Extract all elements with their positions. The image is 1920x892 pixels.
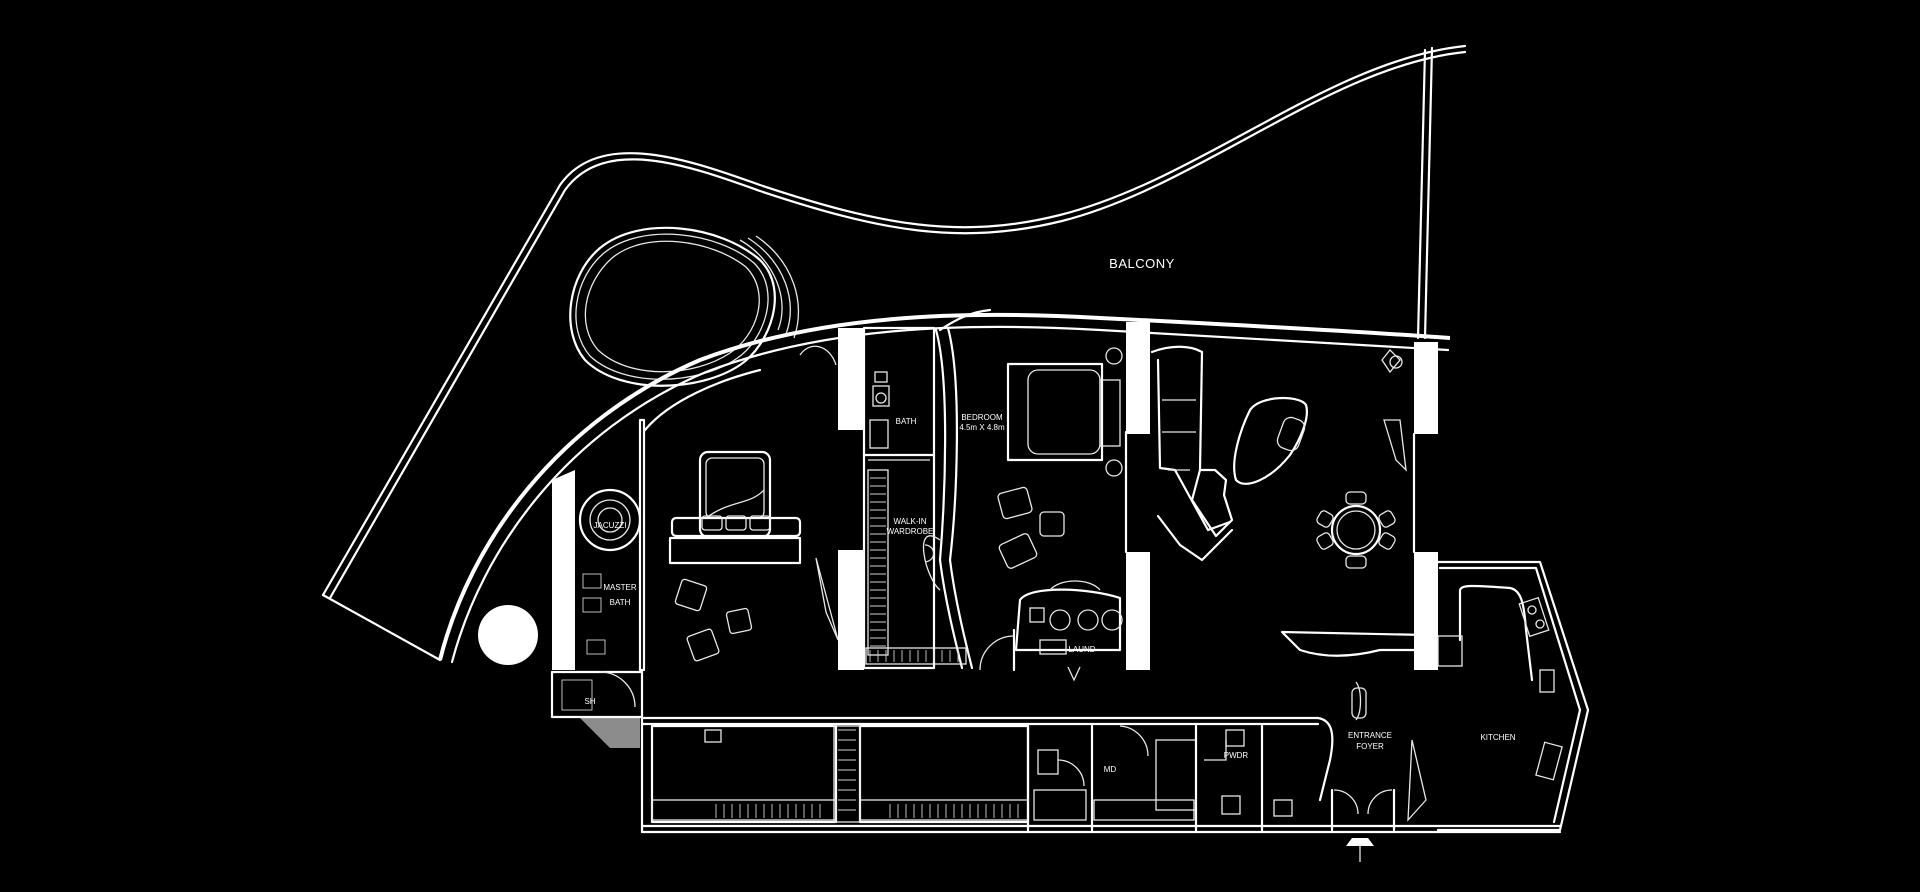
round-table — [478, 605, 538, 665]
label-master: MASTER — [603, 583, 637, 592]
label-kitchen: KITCHEN — [1480, 733, 1515, 742]
master-bath — [478, 418, 646, 748]
room-labels: BALCONY BATH BEDROOM 4.5m X 4.8m WALK-IN… — [584, 256, 1515, 774]
wardrobe-rail — [865, 469, 967, 665]
kitchen-block — [1280, 342, 1590, 832]
curved-facade — [438, 312, 1451, 664]
service-zone — [640, 716, 1562, 862]
label-md: MD — [1104, 765, 1117, 774]
label-laund: LAUND — [1068, 645, 1095, 654]
label-bath: BATH — [896, 417, 917, 426]
label-bedroom-size: 4.5m X 4.8m — [959, 423, 1005, 432]
guest-bedroom — [938, 308, 1150, 682]
label-jacuzzi: JACUZZI — [594, 521, 627, 530]
dining-table — [1330, 504, 1382, 556]
label-bedroom: BEDROOM — [961, 413, 1003, 422]
master-bedroom — [643, 368, 802, 662]
label-master-bath: BATH — [610, 598, 631, 607]
label-foyer: FOYER — [1356, 742, 1384, 751]
label-walk-in: WALK-IN — [893, 517, 926, 526]
label-sh: SH — [584, 697, 595, 706]
jacuzzi-tub — [578, 488, 642, 552]
label-entrance: ENTRANCE — [1348, 731, 1392, 740]
label-wardrobe: WARDROBE — [887, 527, 934, 536]
wardrobe-bath — [799, 326, 974, 670]
living-dining — [1150, 345, 1407, 569]
label-pwdr: PWDR — [1224, 751, 1249, 760]
pool-lounge — [569, 226, 800, 387]
label-balcony: BALCONY — [1109, 256, 1175, 271]
balcony-outline — [321, 44, 1467, 662]
